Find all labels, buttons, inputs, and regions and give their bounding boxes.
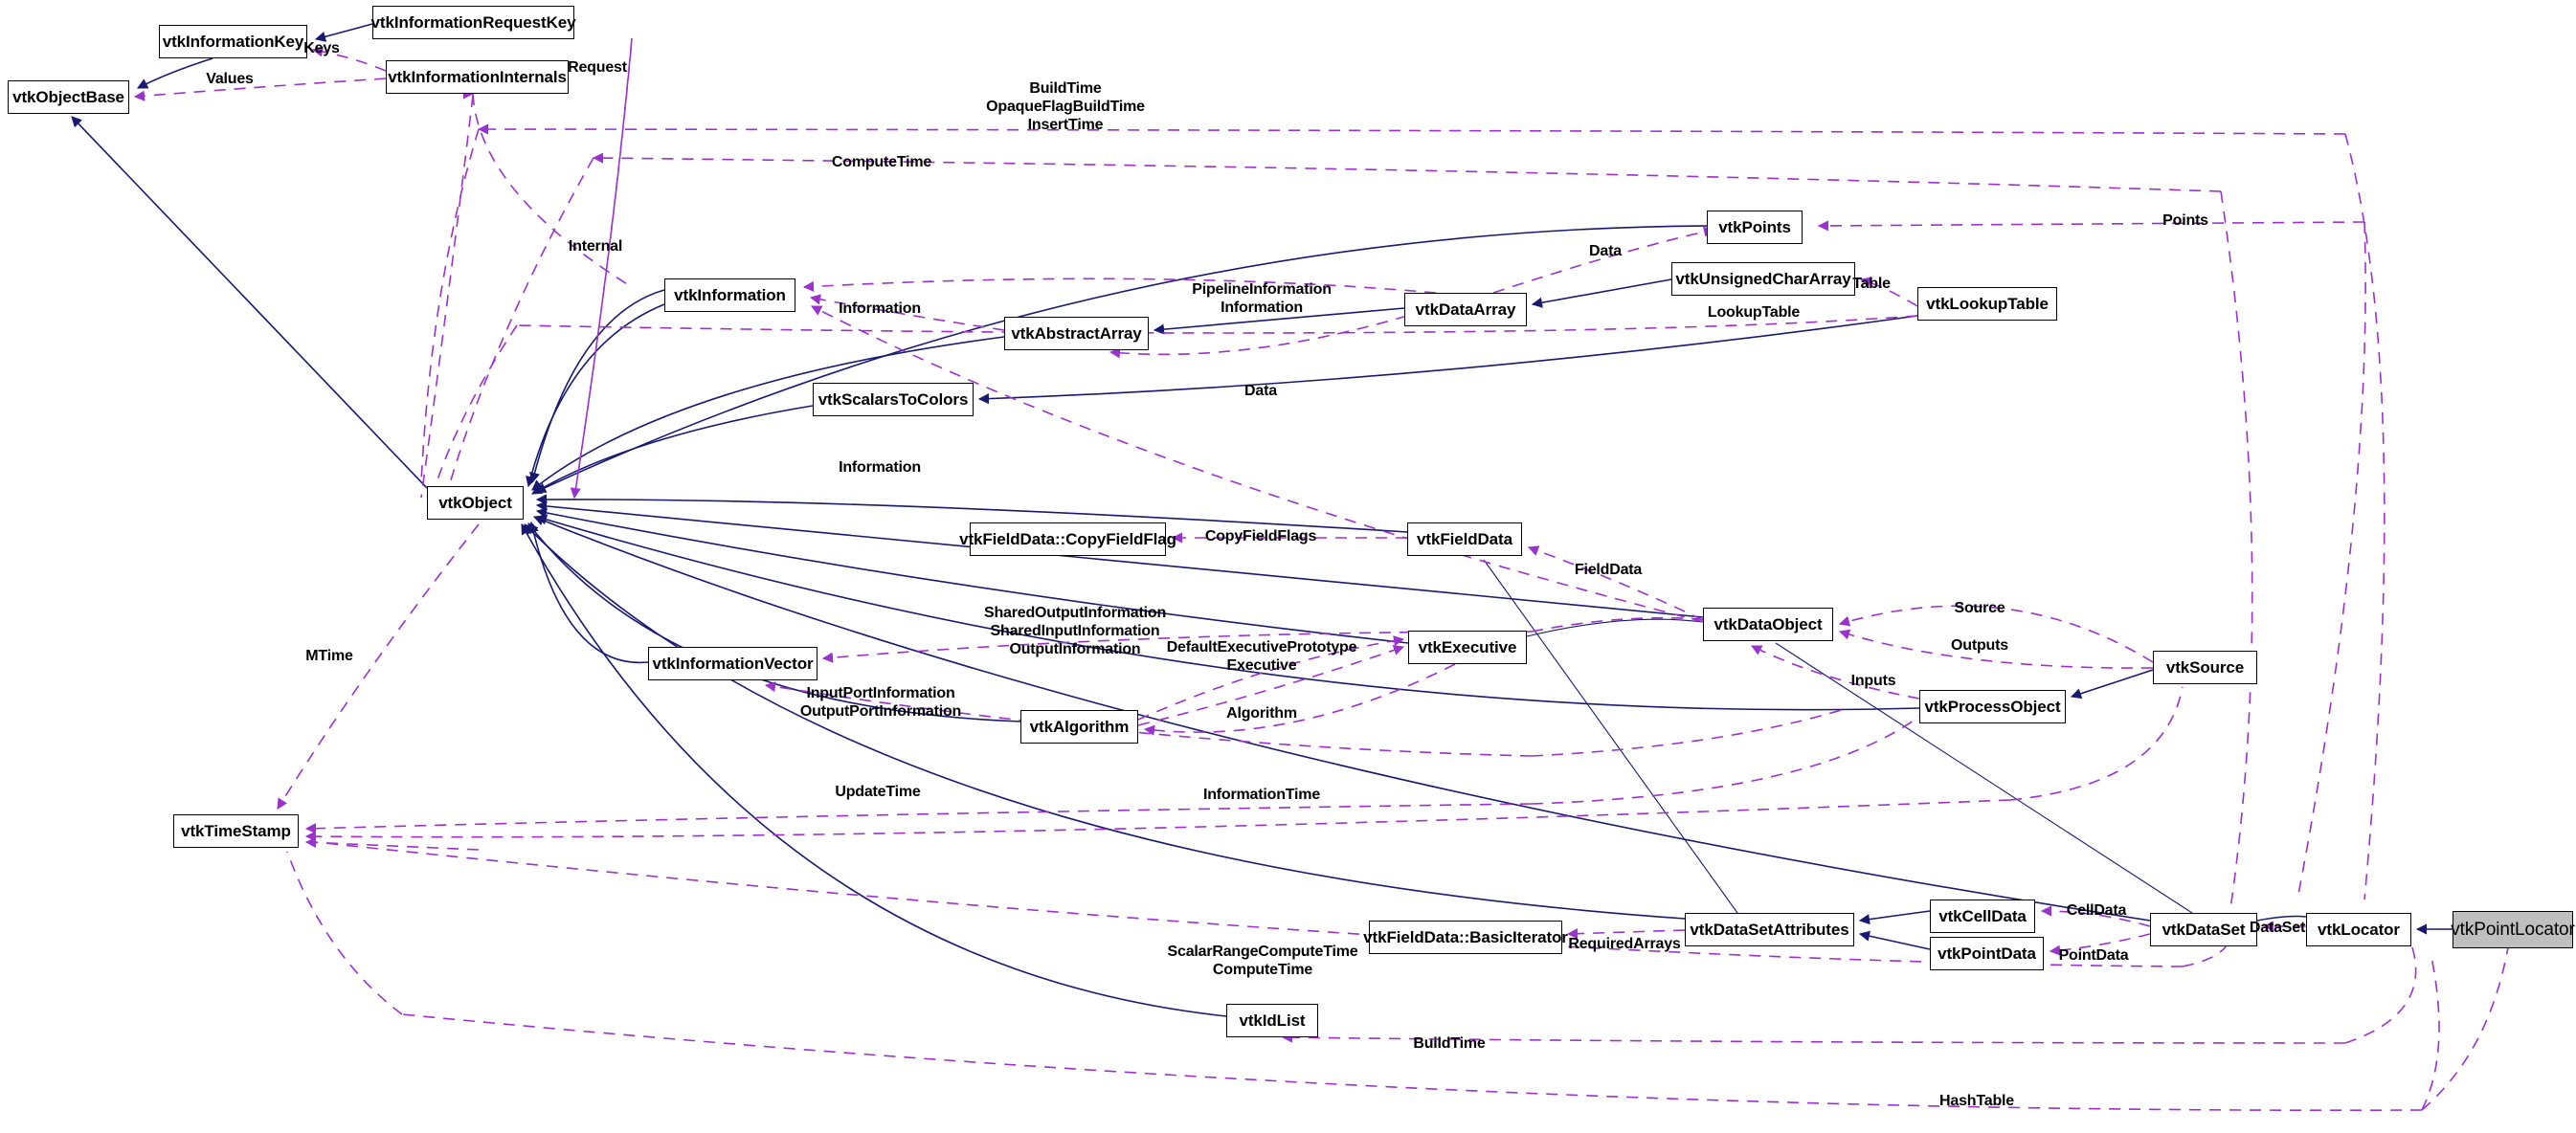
usage-edges-plain: [286, 39, 2509, 1111]
edge-label-outputs: Outputs: [1951, 637, 2008, 654]
node-vtkInformationKey[interactable]: vtkInformationKey: [159, 25, 307, 58]
node-vtkDataSet[interactable]: vtkDataSet: [2150, 913, 2257, 946]
node-vtkObjectBase[interactable]: vtkObjectBase: [8, 80, 129, 114]
edge-label-table: Table: [1852, 276, 1891, 292]
node-vtkPoints[interactable]: vtkPoints: [1707, 211, 1803, 244]
node-vtkDataObject[interactable]: vtkDataObject: [1703, 608, 1833, 641]
node-vtkScalarsToColors[interactable]: vtkScalarsToColors: [813, 383, 974, 416]
edge-label-informationtime: InformationTime: [1202, 787, 1321, 803]
node-vtkAlgorithm[interactable]: vtkAlgorithm: [1020, 710, 1138, 744]
edge-label-internal: Internal: [568, 238, 623, 255]
node-vtkInformationRequestKey[interactable]: vtkInformationRequestKey: [371, 6, 576, 39]
edge-label-requiredarrays: RequiredArrays: [1568, 936, 1681, 952]
edge-label-buildtime-bottom: BuildTime: [1413, 1035, 1486, 1052]
node-vtkIdList[interactable]: vtkIdList: [1226, 1004, 1318, 1037]
edge-label-updatetime: UpdateTime: [835, 784, 921, 800]
node-vtkPointData[interactable]: vtkPointData: [1930, 937, 2044, 970]
node-vtkFieldData[interactable]: vtkFieldData: [1407, 522, 1522, 556]
node-vtkObject[interactable]: vtkObject: [427, 486, 524, 520]
edge-label-dataset: DataSet: [2249, 920, 2306, 936]
edge-label-information-2: Information: [839, 459, 921, 476]
node-vtkUnsignedCharArray[interactable]: vtkUnsignedCharArray: [1671, 262, 1855, 296]
edge-label-lookuptable: LookupTable: [1707, 304, 1801, 321]
edge-label-hashtable: HashTable: [1939, 1093, 2014, 1109]
inheritance-edges: [71, 23, 2453, 1017]
edge-label-celldata: CellData: [2066, 902, 2127, 919]
edge-label-points: Points: [2162, 212, 2208, 229]
node-vtkExecutive[interactable]: vtkExecutive: [1408, 631, 1527, 664]
node-vtkInformation[interactable]: vtkInformation: [664, 278, 795, 312]
node-vtkDataArray[interactable]: vtkDataArray: [1404, 293, 1527, 326]
node-vtkProcessObject[interactable]: vtkProcessObject: [1919, 690, 2066, 723]
edge-label-values: Values: [206, 71, 254, 87]
edge-label-pointdata: PointData: [2058, 947, 2129, 964]
edge-label-keys: Keys: [303, 40, 340, 56]
node-vtkInformationInternals[interactable]: vtkInformationInternals: [386, 60, 569, 94]
node-vtkAbstractArray[interactable]: vtkAbstractArray: [1004, 317, 1149, 350]
node-vtkPointLocator[interactable]: vtkPointLocator: [2451, 911, 2575, 948]
edge-label-information-1: Information: [839, 300, 921, 317]
node-vtkFieldData-BasicIterator[interactable]: vtkFieldData::BasicIterator: [1363, 921, 1568, 954]
node-vtkLocator[interactable]: vtkLocator: [2306, 913, 2411, 946]
node-vtkTimeStamp[interactable]: vtkTimeStamp: [173, 814, 299, 848]
edge-label-request: Request: [568, 59, 627, 76]
edge-label-source: Source: [1954, 600, 2005, 616]
edge-label-inputs: Inputs: [1850, 673, 1896, 689]
edge-label-mtime: MTime: [305, 648, 353, 664]
edge-label-fielddata: FieldData: [1574, 562, 1643, 578]
edge-label-copyfieldflags: CopyFieldFlags: [1204, 528, 1317, 544]
edge-label-data-mid: Data: [1244, 383, 1277, 399]
edge-label-computetime-top: ComputeTime: [831, 154, 932, 170]
node-vtkSource[interactable]: vtkSource: [2153, 651, 2257, 684]
node-vtkLookupTable[interactable]: vtkLookupTable: [1917, 287, 2057, 321]
node-vtkCellData[interactable]: vtkCellData: [1930, 900, 2035, 933]
node-vtkInformationVector[interactable]: vtkInformationVector: [648, 647, 818, 680]
node-vtkDataSetAttributes[interactable]: vtkDataSetAttributes: [1685, 913, 1854, 946]
edge-label-data-top: Data: [1589, 243, 1622, 259]
edge-label-algorithm: Algorithm: [1226, 705, 1297, 722]
node-vtkFieldData-CopyFieldFlag[interactable]: vtkFieldData::CopyFieldFlag: [959, 522, 1176, 556]
